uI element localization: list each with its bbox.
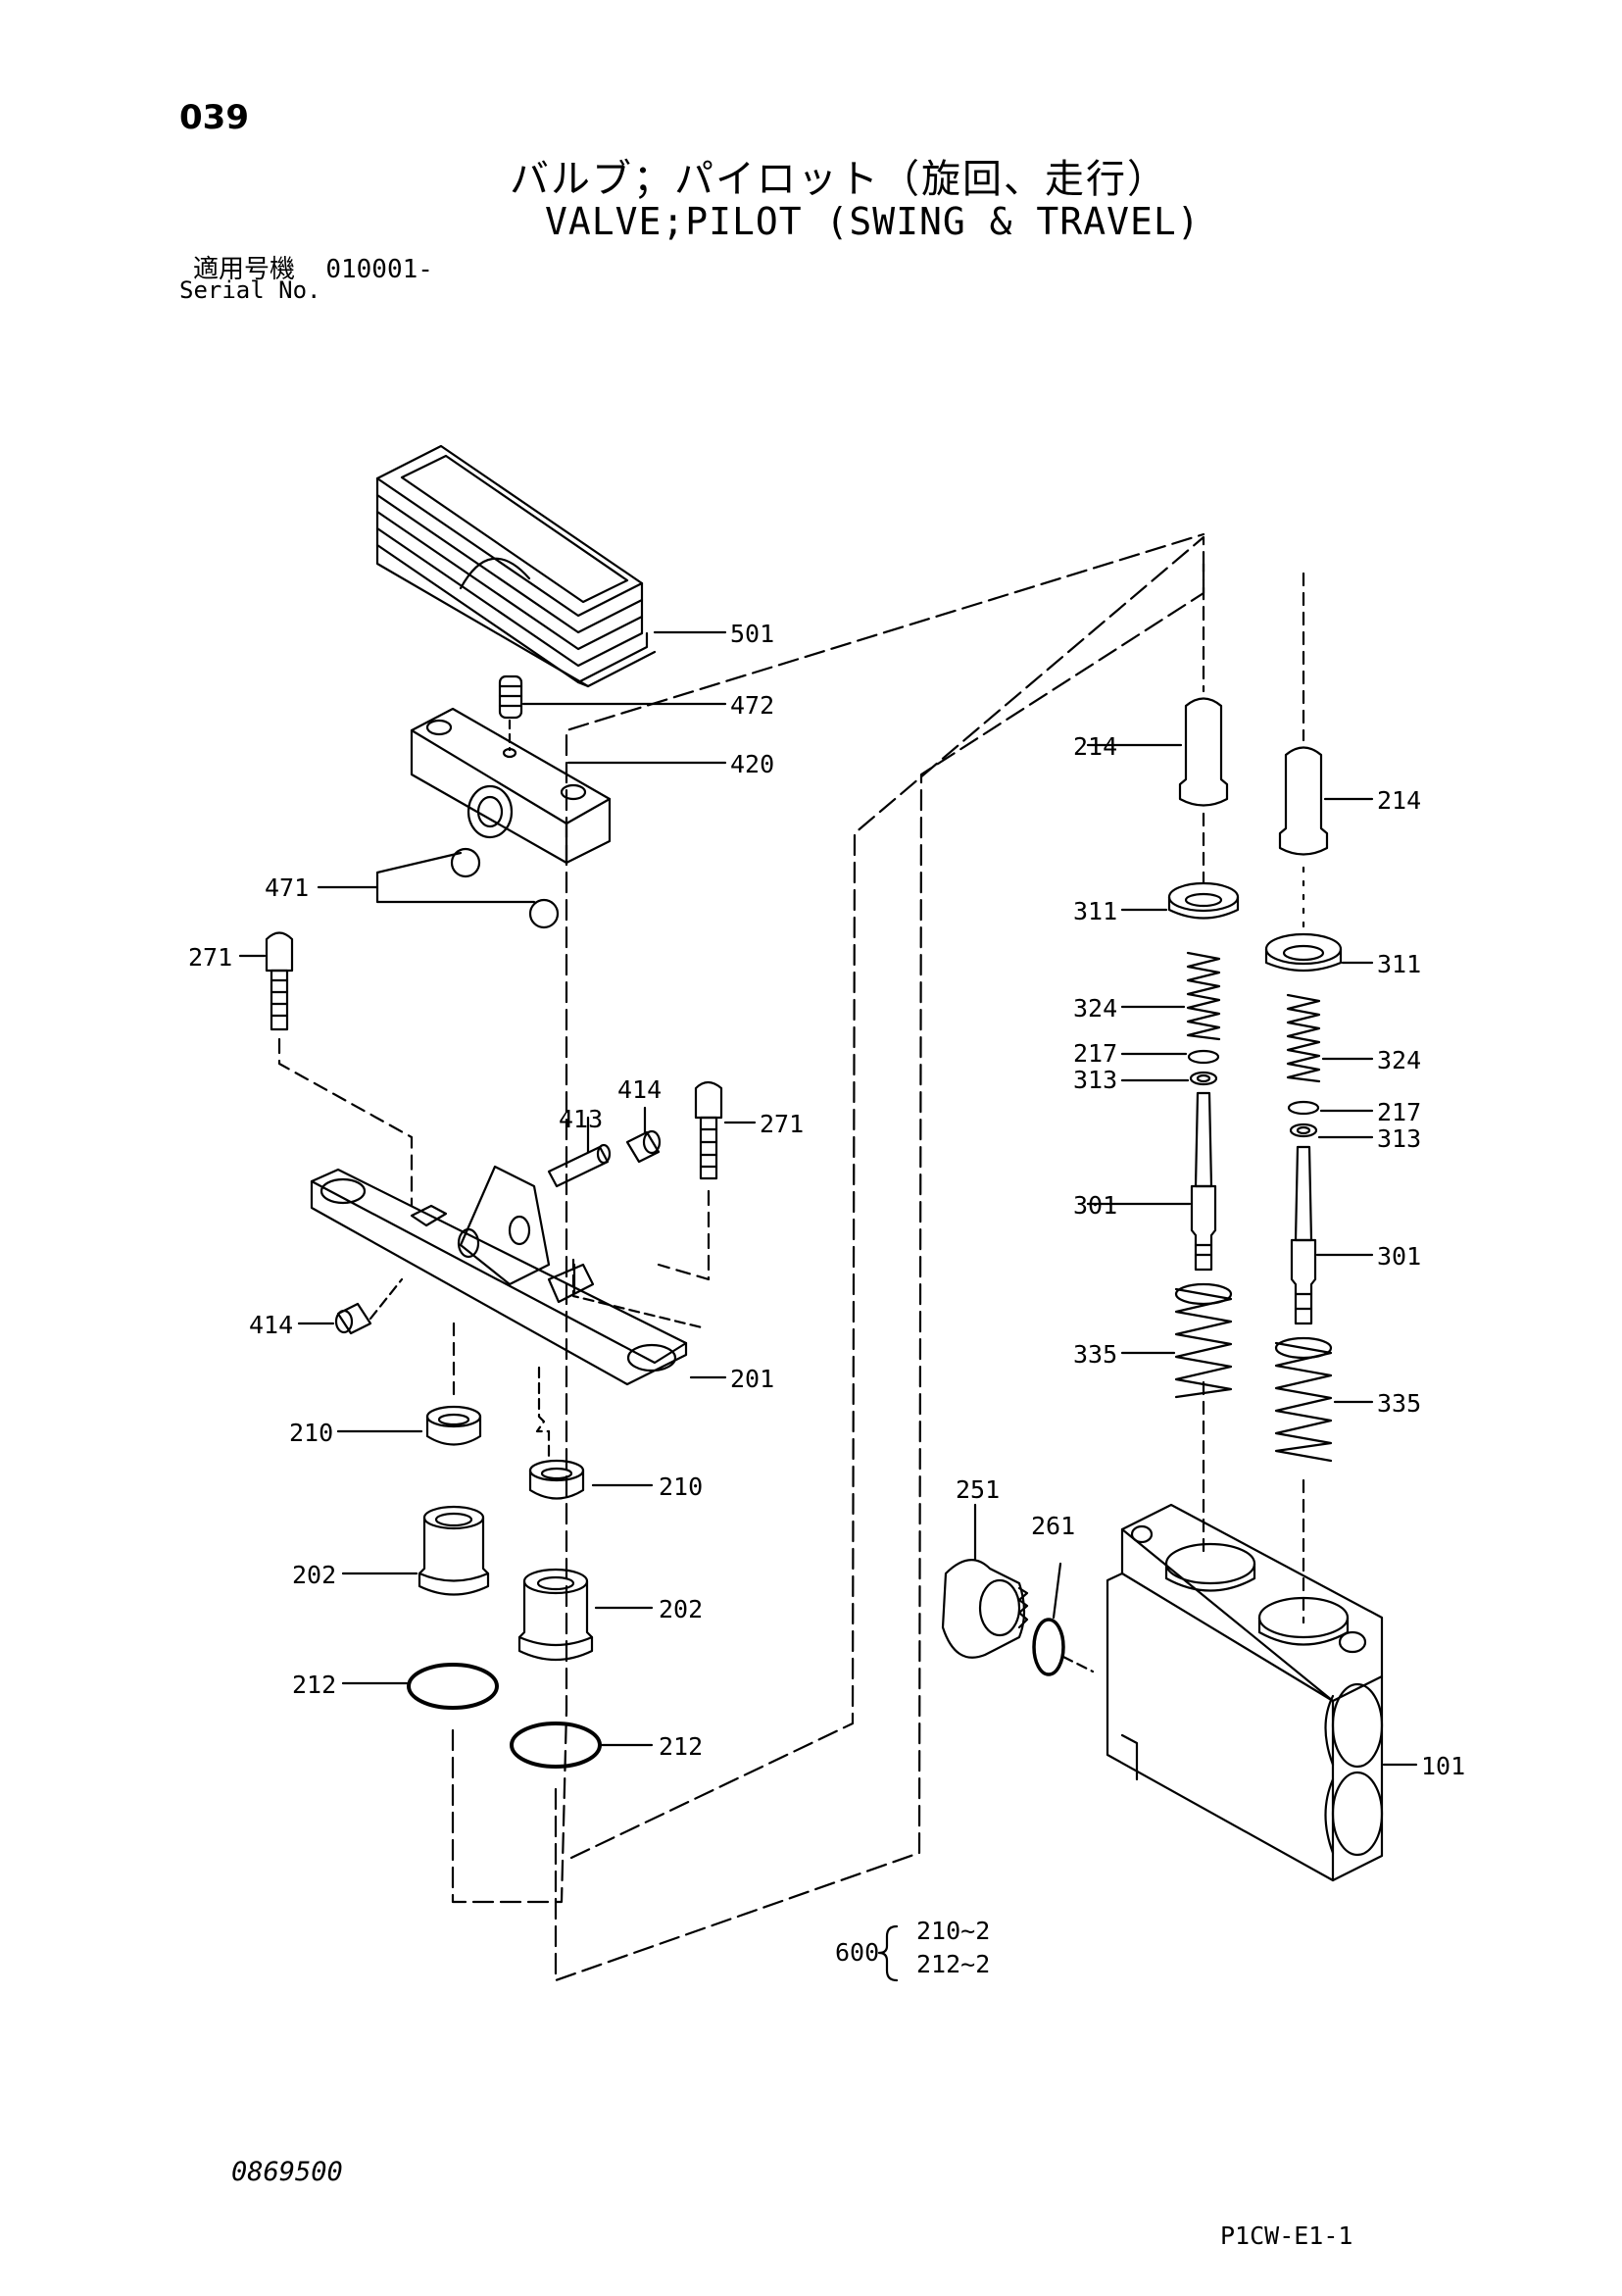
callout-301-b: 301 [1377,1242,1421,1271]
callout-324-a: 324 [1073,994,1117,1023]
centerline-413 [571,1258,708,1330]
callout-251: 251 [956,1475,1000,1504]
part-311-seat-a [1120,881,1240,920]
serial-label-jp: 適用号機 [193,255,296,284]
callout-311-a: 311 [1073,897,1117,925]
callout-472: 472 [730,691,774,720]
callout-420: 420 [730,750,774,778]
callout-201: 201 [730,1365,774,1393]
title-english: VALVE;PILOT (SWING & TRAVEL) [545,200,1201,243]
part-313-washer-b [1289,1123,1374,1139]
part-472-set-screw [498,674,523,752]
callout-301-a: 301 [1073,1191,1117,1220]
callout-335-a: 335 [1073,1340,1117,1369]
assembly-line-right [554,562,1205,1982]
kit-item-1: 210~2 [916,1917,990,1945]
kit-brace [877,1924,899,1982]
part-210-seal-right [528,1459,654,1500]
callout-271-right: 271 [760,1110,804,1138]
callout-313-b: 313 [1377,1124,1421,1153]
part-217-washer-b [1287,1100,1374,1116]
part-271-bolt-right [694,1080,757,1180]
kit-item-2: 212~2 [916,1950,990,1978]
callout-210-left: 210 [289,1419,333,1447]
callout-414-left: 414 [249,1311,293,1339]
callout-271-left: 271 [188,943,232,972]
part-251-plug [941,1503,1029,1659]
kit-number: 600 [835,1938,879,1967]
callout-324-b: 324 [1377,1046,1421,1074]
part-414-bushing-top [625,1106,662,1164]
part-413-pin [547,1116,612,1188]
part-212-oring-right [510,1722,654,1769]
part-414-bushing-left [297,1302,372,1335]
callout-212-left: 212 [292,1671,336,1699]
part-210-seal-left [336,1405,482,1446]
title-japanese: バルブ；パイロット（旋回、走行） [510,157,1168,202]
part-217-washer-a [1120,1049,1220,1065]
callout-214-a: 214 [1073,732,1117,761]
part-201-plate [310,1165,688,1386]
serial-value: 010001- [325,255,433,284]
drawing-number: 0869500 [231,2157,343,2187]
part-313-washer-a [1120,1071,1218,1086]
callout-202-right: 202 [659,1595,703,1623]
part-301-spool-a [1086,1091,1217,1272]
part-271-bolt-left [238,931,294,1031]
callout-217-b: 217 [1377,1098,1421,1126]
callout-413: 413 [559,1105,603,1133]
callout-212-right: 212 [659,1732,703,1761]
part-335-spring-b [1274,1336,1374,1463]
serial-label-en: Serial No. [179,276,321,304]
assembly-line-left [451,532,1205,1904]
centerline-414-left [369,1277,404,1321]
callout-261: 261 [1031,1512,1075,1540]
callout-414-top: 414 [617,1075,662,1104]
callout-335-b: 335 [1377,1389,1421,1418]
callout-202-left: 202 [292,1561,336,1589]
part-202-plug-right [517,1568,654,1661]
part-311-seat-b [1264,932,1374,973]
callout-210-right: 210 [659,1472,703,1501]
page-code: P1CW-E1-1 [1220,2221,1353,2250]
centerline-right-stack [535,1366,551,1458]
callout-313-a: 313 [1073,1066,1117,1094]
part-324-spring-b [1286,993,1374,1083]
serial-line: 適用号機 010001- [193,249,433,285]
part-202-plug-left [341,1505,490,1596]
assembly-line-center [569,535,1205,1860]
part-335-spring-a [1120,1282,1233,1399]
part-501-boot [375,444,657,688]
part-212-oring-left [341,1663,499,1710]
page-number: 039 [179,98,249,137]
part-301-spool-b [1290,1145,1374,1325]
part-471-balls [317,847,560,929]
callout-217-a: 217 [1073,1039,1117,1068]
part-101-body [1106,1503,1418,1882]
centerline-271-right [657,1189,711,1281]
callout-501: 501 [730,620,774,648]
part-214-plunger-a [1086,697,1229,807]
callout-471: 471 [265,873,309,902]
part-214-plunger-b [1278,746,1374,856]
part-324-spring-a [1120,951,1221,1041]
part-420-cam [410,707,612,865]
callout-101: 101 [1421,1752,1465,1780]
callout-311-b: 311 [1377,950,1421,978]
centerline-271-left [277,1037,414,1208]
callout-214-b: 214 [1377,786,1421,815]
part-261-oring [1032,1562,1095,1676]
